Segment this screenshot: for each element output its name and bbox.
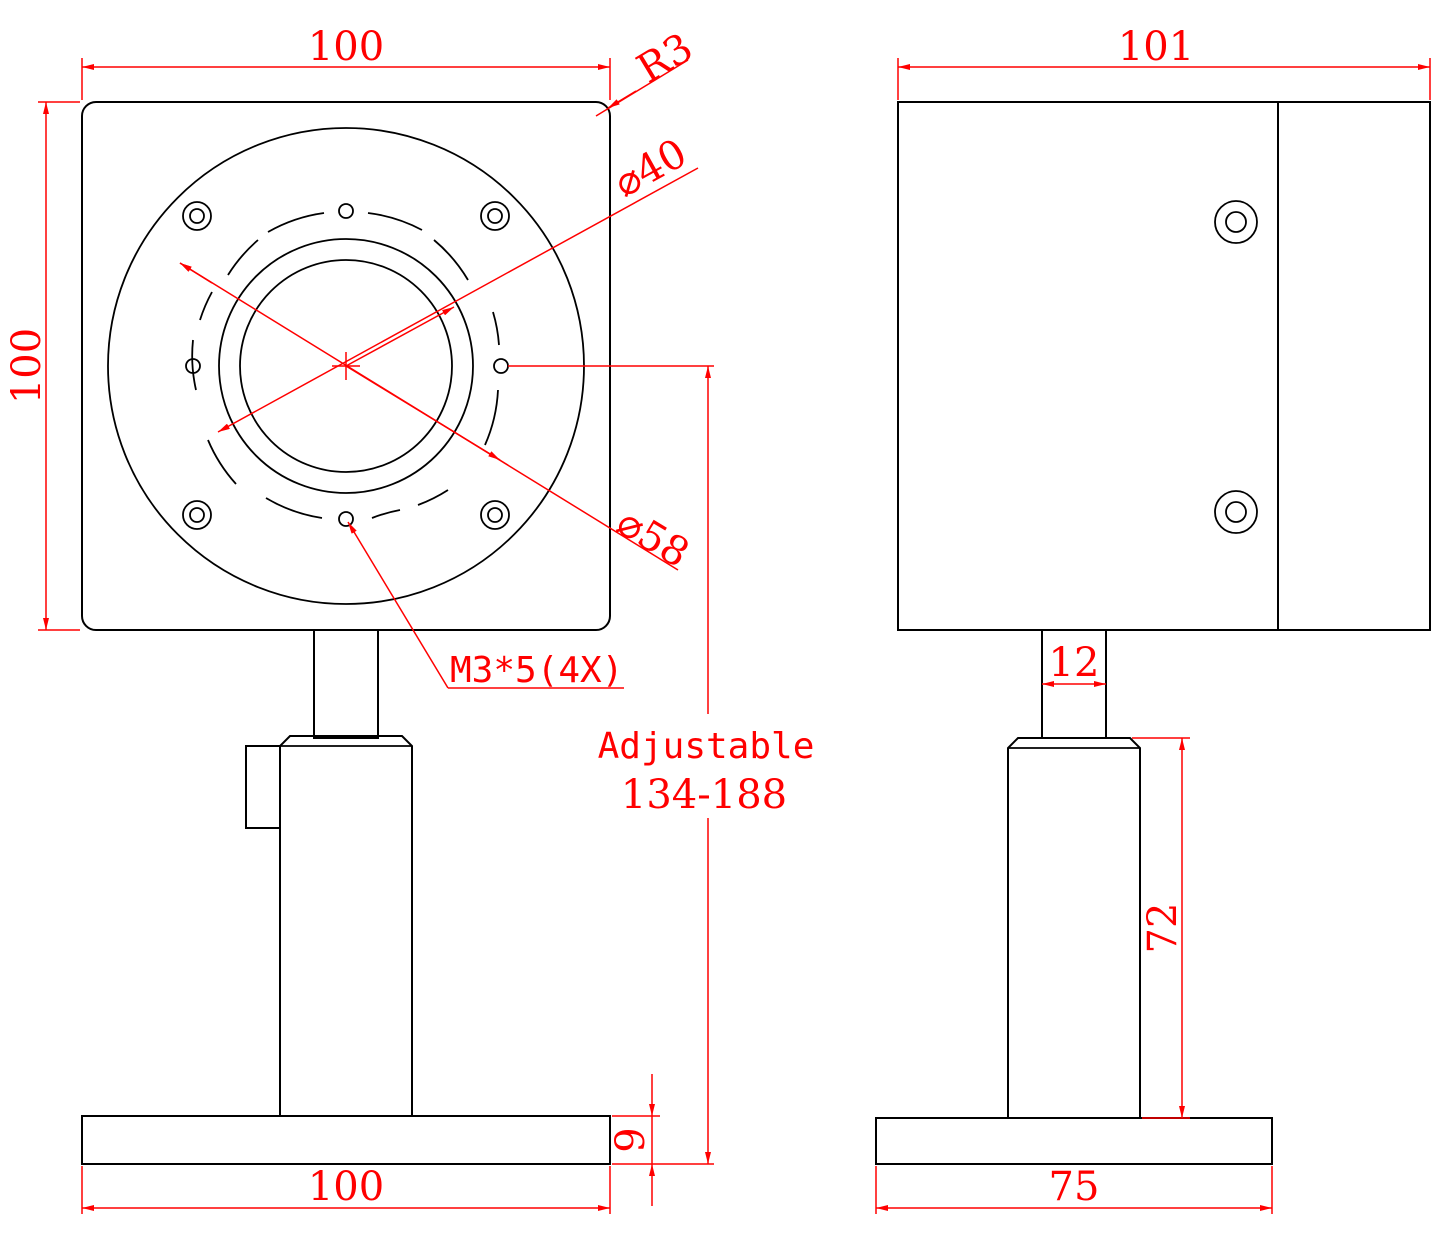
side-screw-bottom [1214, 490, 1258, 534]
screw-top-right [480, 201, 510, 231]
corner-radius-label: R3 [629, 25, 700, 93]
side-width-top-label: 101 [1118, 24, 1194, 70]
inner-diameter-label: ⌀40 [607, 130, 695, 207]
side-view [875, 101, 1431, 1165]
screw-top-left [182, 201, 212, 231]
base-thickness-label: 9 [608, 1127, 654, 1152]
front-post-holder [279, 735, 413, 1117]
clamp-knob [245, 745, 281, 829]
center-mark [332, 352, 360, 380]
outer-diameter-label: ⌀58 [609, 499, 697, 577]
front-base-width-label: 100 [308, 1164, 384, 1210]
adjustable-range-label: 134-188 [621, 772, 787, 818]
front-post [313, 629, 379, 739]
side-body [897, 101, 1431, 631]
adjustable-label: Adjustable [598, 726, 815, 767]
front-width-top-label: 100 [308, 24, 384, 70]
bolt-circle-arcs [191, 212, 500, 519]
side-post-holder [1007, 737, 1141, 1119]
front-view [81, 101, 611, 1165]
screw-bottom-left [182, 500, 212, 530]
bore-outer-circle [218, 238, 474, 494]
screw-bottom-right [480, 500, 510, 530]
m3-hole-top [338, 203, 354, 219]
post-diameter-label: 12 [1049, 640, 1100, 686]
side-screw-top [1214, 200, 1258, 244]
front-height-label: 100 [4, 328, 50, 404]
m3-hole-right [493, 358, 509, 374]
m3-hole-bottom [338, 511, 354, 527]
bore-inner-circle [239, 259, 453, 473]
front-dimensions: 100 R3 100 ⌀40 ⌀58 M3*5(4X) Adjustable 1… [4, 24, 814, 1214]
post-height-label: 72 [1140, 903, 1186, 954]
thread-note-label: M3*5(4X) [450, 650, 623, 691]
side-base-width-label: 75 [1049, 1164, 1100, 1210]
side-dimensions: 101 12 72 75 [875, 24, 1431, 1214]
side-base [875, 1117, 1273, 1165]
m3-hole-left [185, 358, 201, 374]
front-base [81, 1115, 611, 1165]
